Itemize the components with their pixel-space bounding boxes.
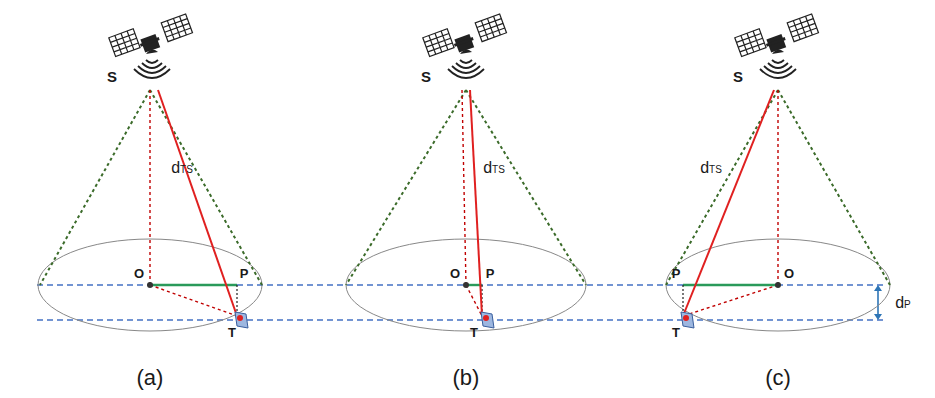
point-label: O (134, 267, 144, 280)
point-label: P (672, 267, 681, 280)
panel-caption: (c) (765, 367, 791, 389)
satellite-label: S (733, 69, 743, 84)
panel-caption: (b) (453, 367, 480, 389)
satellite-label: S (421, 69, 431, 84)
distance-label: dTS (171, 160, 193, 176)
point-label: O (784, 267, 794, 280)
point-label: P (240, 267, 249, 280)
dimension-label: dP (895, 295, 911, 311)
point-label: T (672, 326, 680, 339)
distance-label: dTS (700, 160, 722, 176)
distance-label: dTS (483, 160, 505, 176)
point-label: P (486, 267, 495, 280)
point-label: T (228, 326, 236, 339)
panel-caption: (a) (137, 367, 164, 389)
point-label: O (450, 267, 460, 280)
point-label: T (470, 326, 478, 339)
satellite-label: S (107, 69, 117, 84)
